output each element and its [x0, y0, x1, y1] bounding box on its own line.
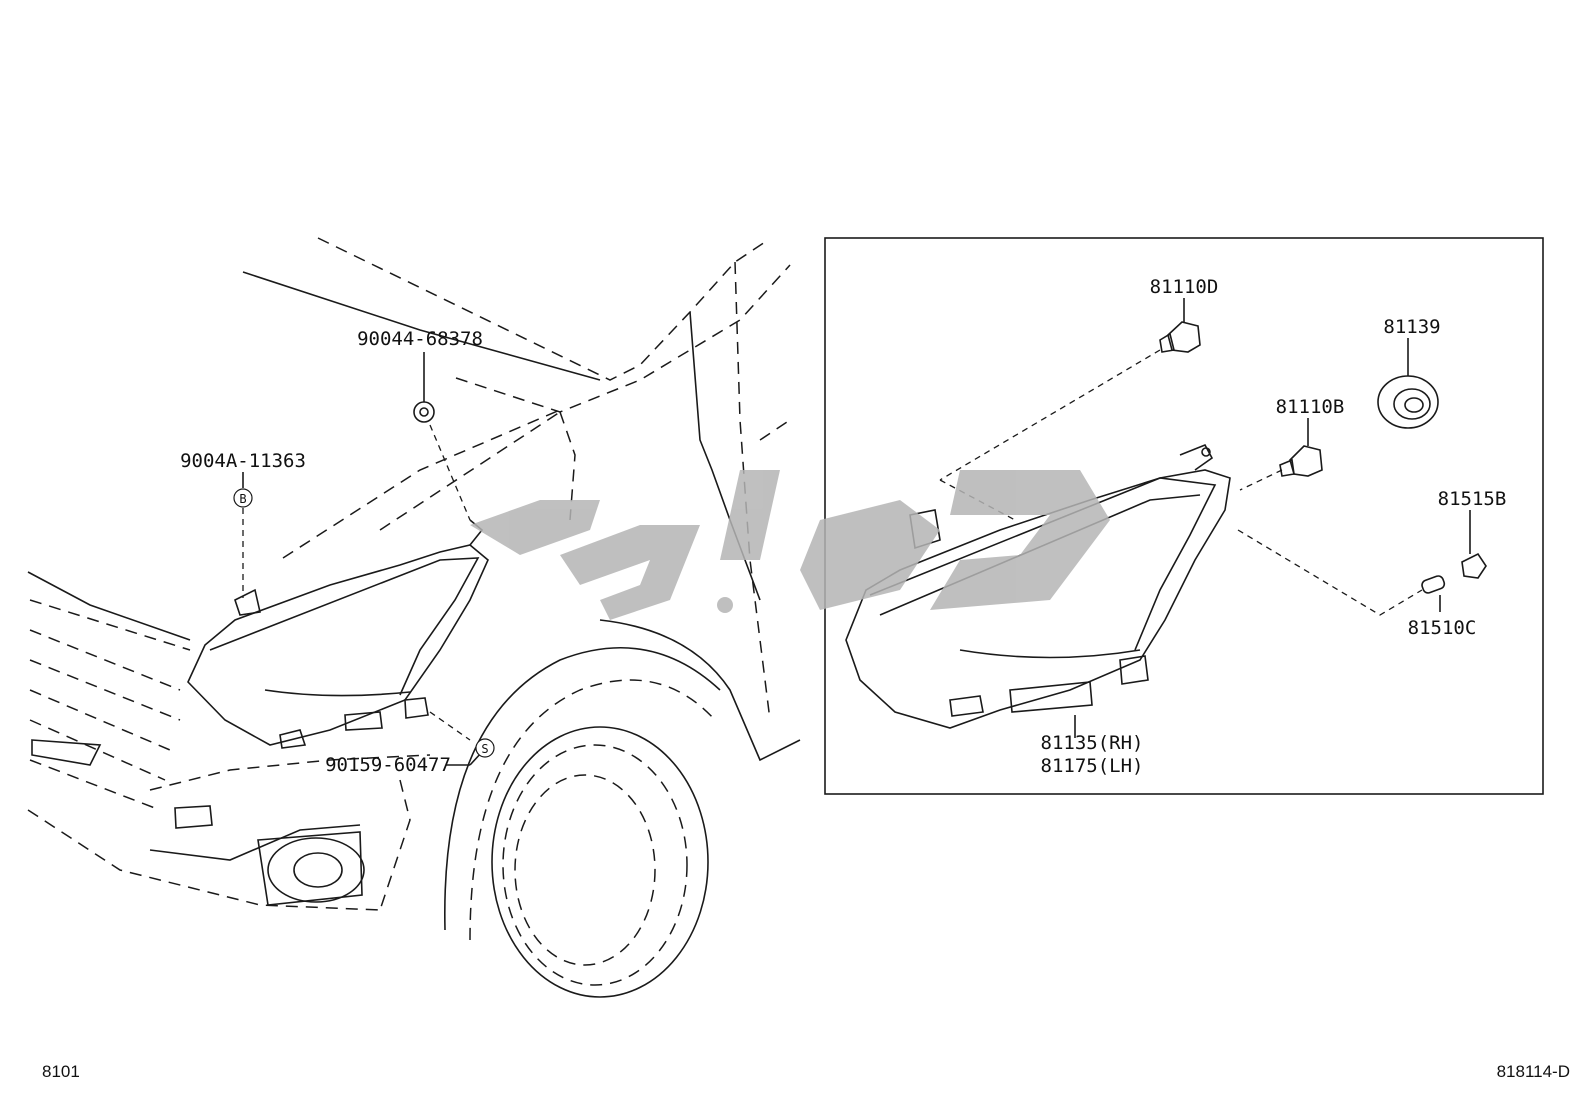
footer-drawing-code: 818114-D: [1497, 1062, 1570, 1081]
bulb-81110B: [1279, 445, 1323, 477]
callout-81175-lh: 81175(LH): [1041, 755, 1144, 777]
callout-90044-68378: 90044-68378: [357, 328, 483, 350]
marker-b: B: [233, 488, 253, 508]
callout-9004A-11363: 9004A-11363: [180, 450, 306, 472]
svg-text:B: B: [239, 492, 246, 506]
exploded-view-frame: [824, 237, 1544, 795]
callout-81110D: 81110D: [1150, 276, 1219, 298]
callout-81110B: 81110B: [1276, 396, 1345, 418]
callout-81515B: 81515B: [1438, 488, 1507, 510]
bulb-81110D: [1159, 321, 1201, 353]
svg-text:S: S: [481, 742, 488, 756]
marker-s: S: [475, 738, 495, 758]
left-leaders: [242, 352, 483, 766]
socket-81515B: [1461, 552, 1487, 579]
watermark-logo: [470, 470, 1110, 620]
callout-81135-rh: 81135(RH): [1041, 732, 1144, 754]
socket-cover-81139: [1377, 375, 1439, 429]
car-body-outline: [27, 237, 801, 998]
callout-81510C: 81510C: [1408, 617, 1477, 639]
callout-81139: 81139: [1383, 316, 1440, 338]
callout-90159-60477: 90159-60477: [325, 754, 451, 776]
footer-figure-number: 8101: [42, 1062, 80, 1081]
headlamp-installed: [187, 519, 489, 749]
bulb-81510C: [1421, 575, 1446, 594]
